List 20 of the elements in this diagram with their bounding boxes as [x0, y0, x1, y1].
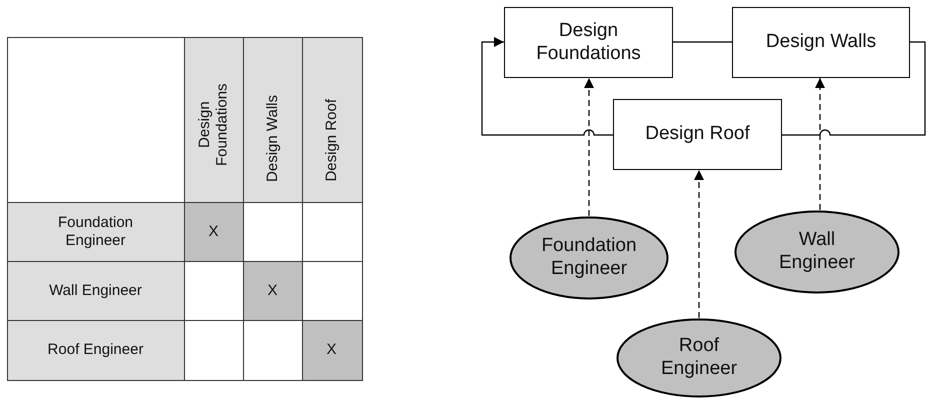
check-mark: X [208, 222, 218, 240]
process-box: Design Roof [613, 99, 782, 170]
column-header: Design Foundations [196, 82, 231, 168]
arrow [694, 170, 704, 318]
arrow [815, 78, 825, 210]
check-mark: X [326, 340, 336, 358]
arrow [481, 37, 613, 136]
column-header: Design Roof [322, 99, 340, 182]
role-ellipse: Roof Engineer [616, 318, 782, 398]
column-header: Design Walls [264, 95, 282, 182]
row-header: Foundation Engineer [56, 214, 134, 250]
connector-line [673, 41, 732, 43]
row-header: Wall Engineer [49, 282, 142, 300]
role-ellipse: Wall Engineer [734, 210, 900, 294]
process-box: Design Walls [732, 7, 910, 78]
check-mark: X [267, 282, 278, 300]
row-header: Roof Engineer [48, 340, 144, 358]
arrow [584, 78, 594, 216]
role-ellipse: Foundation Engineer [509, 216, 669, 300]
process-box: Design Foundations [504, 7, 673, 78]
